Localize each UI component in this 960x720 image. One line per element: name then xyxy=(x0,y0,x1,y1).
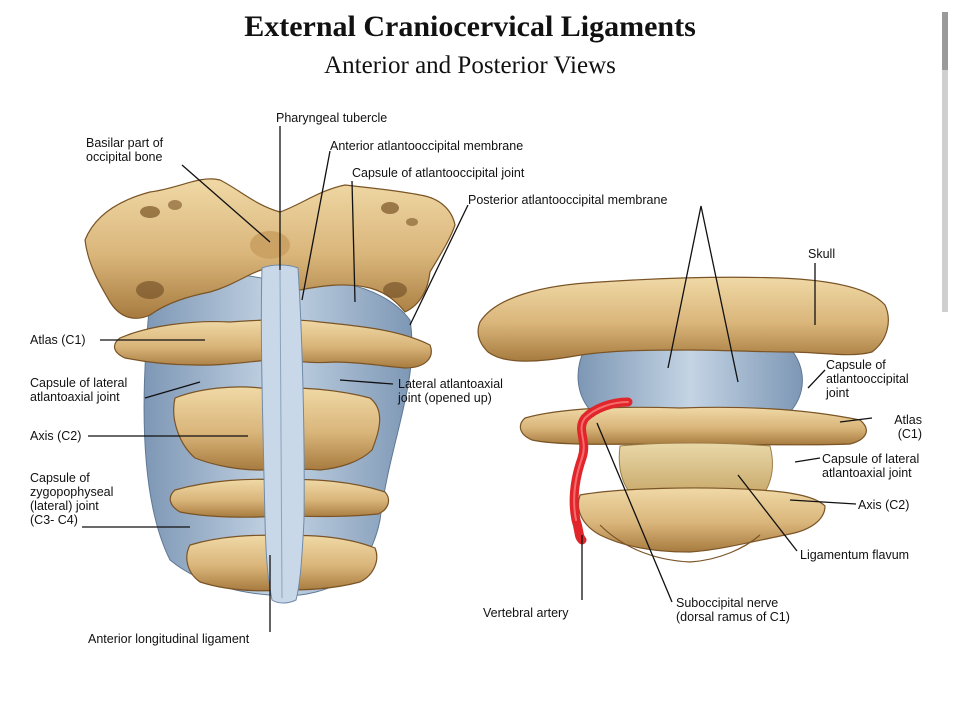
label-anterior-atlantooccipital-membrane: Anterior atlantooccipital membrane xyxy=(330,139,524,153)
axis-posterior xyxy=(577,487,826,553)
label-atlas-c1-right: Atlas (C1) xyxy=(894,413,922,441)
skull-posterior xyxy=(477,276,889,362)
anterior-view xyxy=(84,178,456,604)
anterior-longitudinal-ligament-band xyxy=(260,264,305,604)
label-capsule-atlantooccipital-joint-anterior: Capsule of atlantooccipital joint xyxy=(352,166,525,180)
page-title: External Craniocervical Ligaments xyxy=(244,10,696,43)
label-suboccipital-nerve: Suboccipital nerve (dorsal ramus of C1) xyxy=(676,596,790,624)
label-vertebral-artery: Vertebral artery xyxy=(483,606,569,620)
label-atlas-c1-left: Atlas (C1) xyxy=(30,333,86,347)
leader-lines xyxy=(82,126,873,632)
label-ligamentum-flavum: Ligamentum flavum xyxy=(800,548,910,562)
label-axis-c2-left: Axis (C2) xyxy=(30,429,82,443)
label-skull: Skull xyxy=(808,247,836,261)
label-basilar-part: Basilar part of occipital bone xyxy=(86,136,164,164)
label-capsule-lateral-atlantoaxial-right: Capsule of lateral atlantoaxial joint xyxy=(822,452,920,480)
label-capsule-lateral-atlantoaxial-left: Capsule of lateral atlantoaxial joint xyxy=(30,376,128,404)
page-subtitle: Anterior and Posterior Views xyxy=(324,52,616,79)
label-axis-c2-right: Axis (C2) xyxy=(858,498,910,512)
label-pharyngeal-tubercle: Pharyngeal tubercle xyxy=(276,111,388,125)
label-capsule-zygapophyseal: Capsule of zygopophyseal (lateral) joint… xyxy=(30,471,114,527)
scrollbar-thumb[interactable] xyxy=(942,12,948,70)
ligamentum-flavum-band xyxy=(618,442,773,496)
label-capsule-atlantooccipital-joint-posterior: Capsule of atlantooccipital joint xyxy=(826,358,909,400)
label-anterior-longitudinal-ligament: Anterior longitudinal ligament xyxy=(88,632,250,646)
atlas-posterior xyxy=(519,406,867,446)
label-posterior-atlantooccipital-membrane: Posterior atlantooccipital membrane xyxy=(468,193,668,207)
posterior-view xyxy=(477,276,889,563)
label-lateral-atlantoaxial-joint: Lateral atlantoaxial joint (opened up) xyxy=(398,377,503,405)
scrollbar-track[interactable] xyxy=(942,12,948,312)
